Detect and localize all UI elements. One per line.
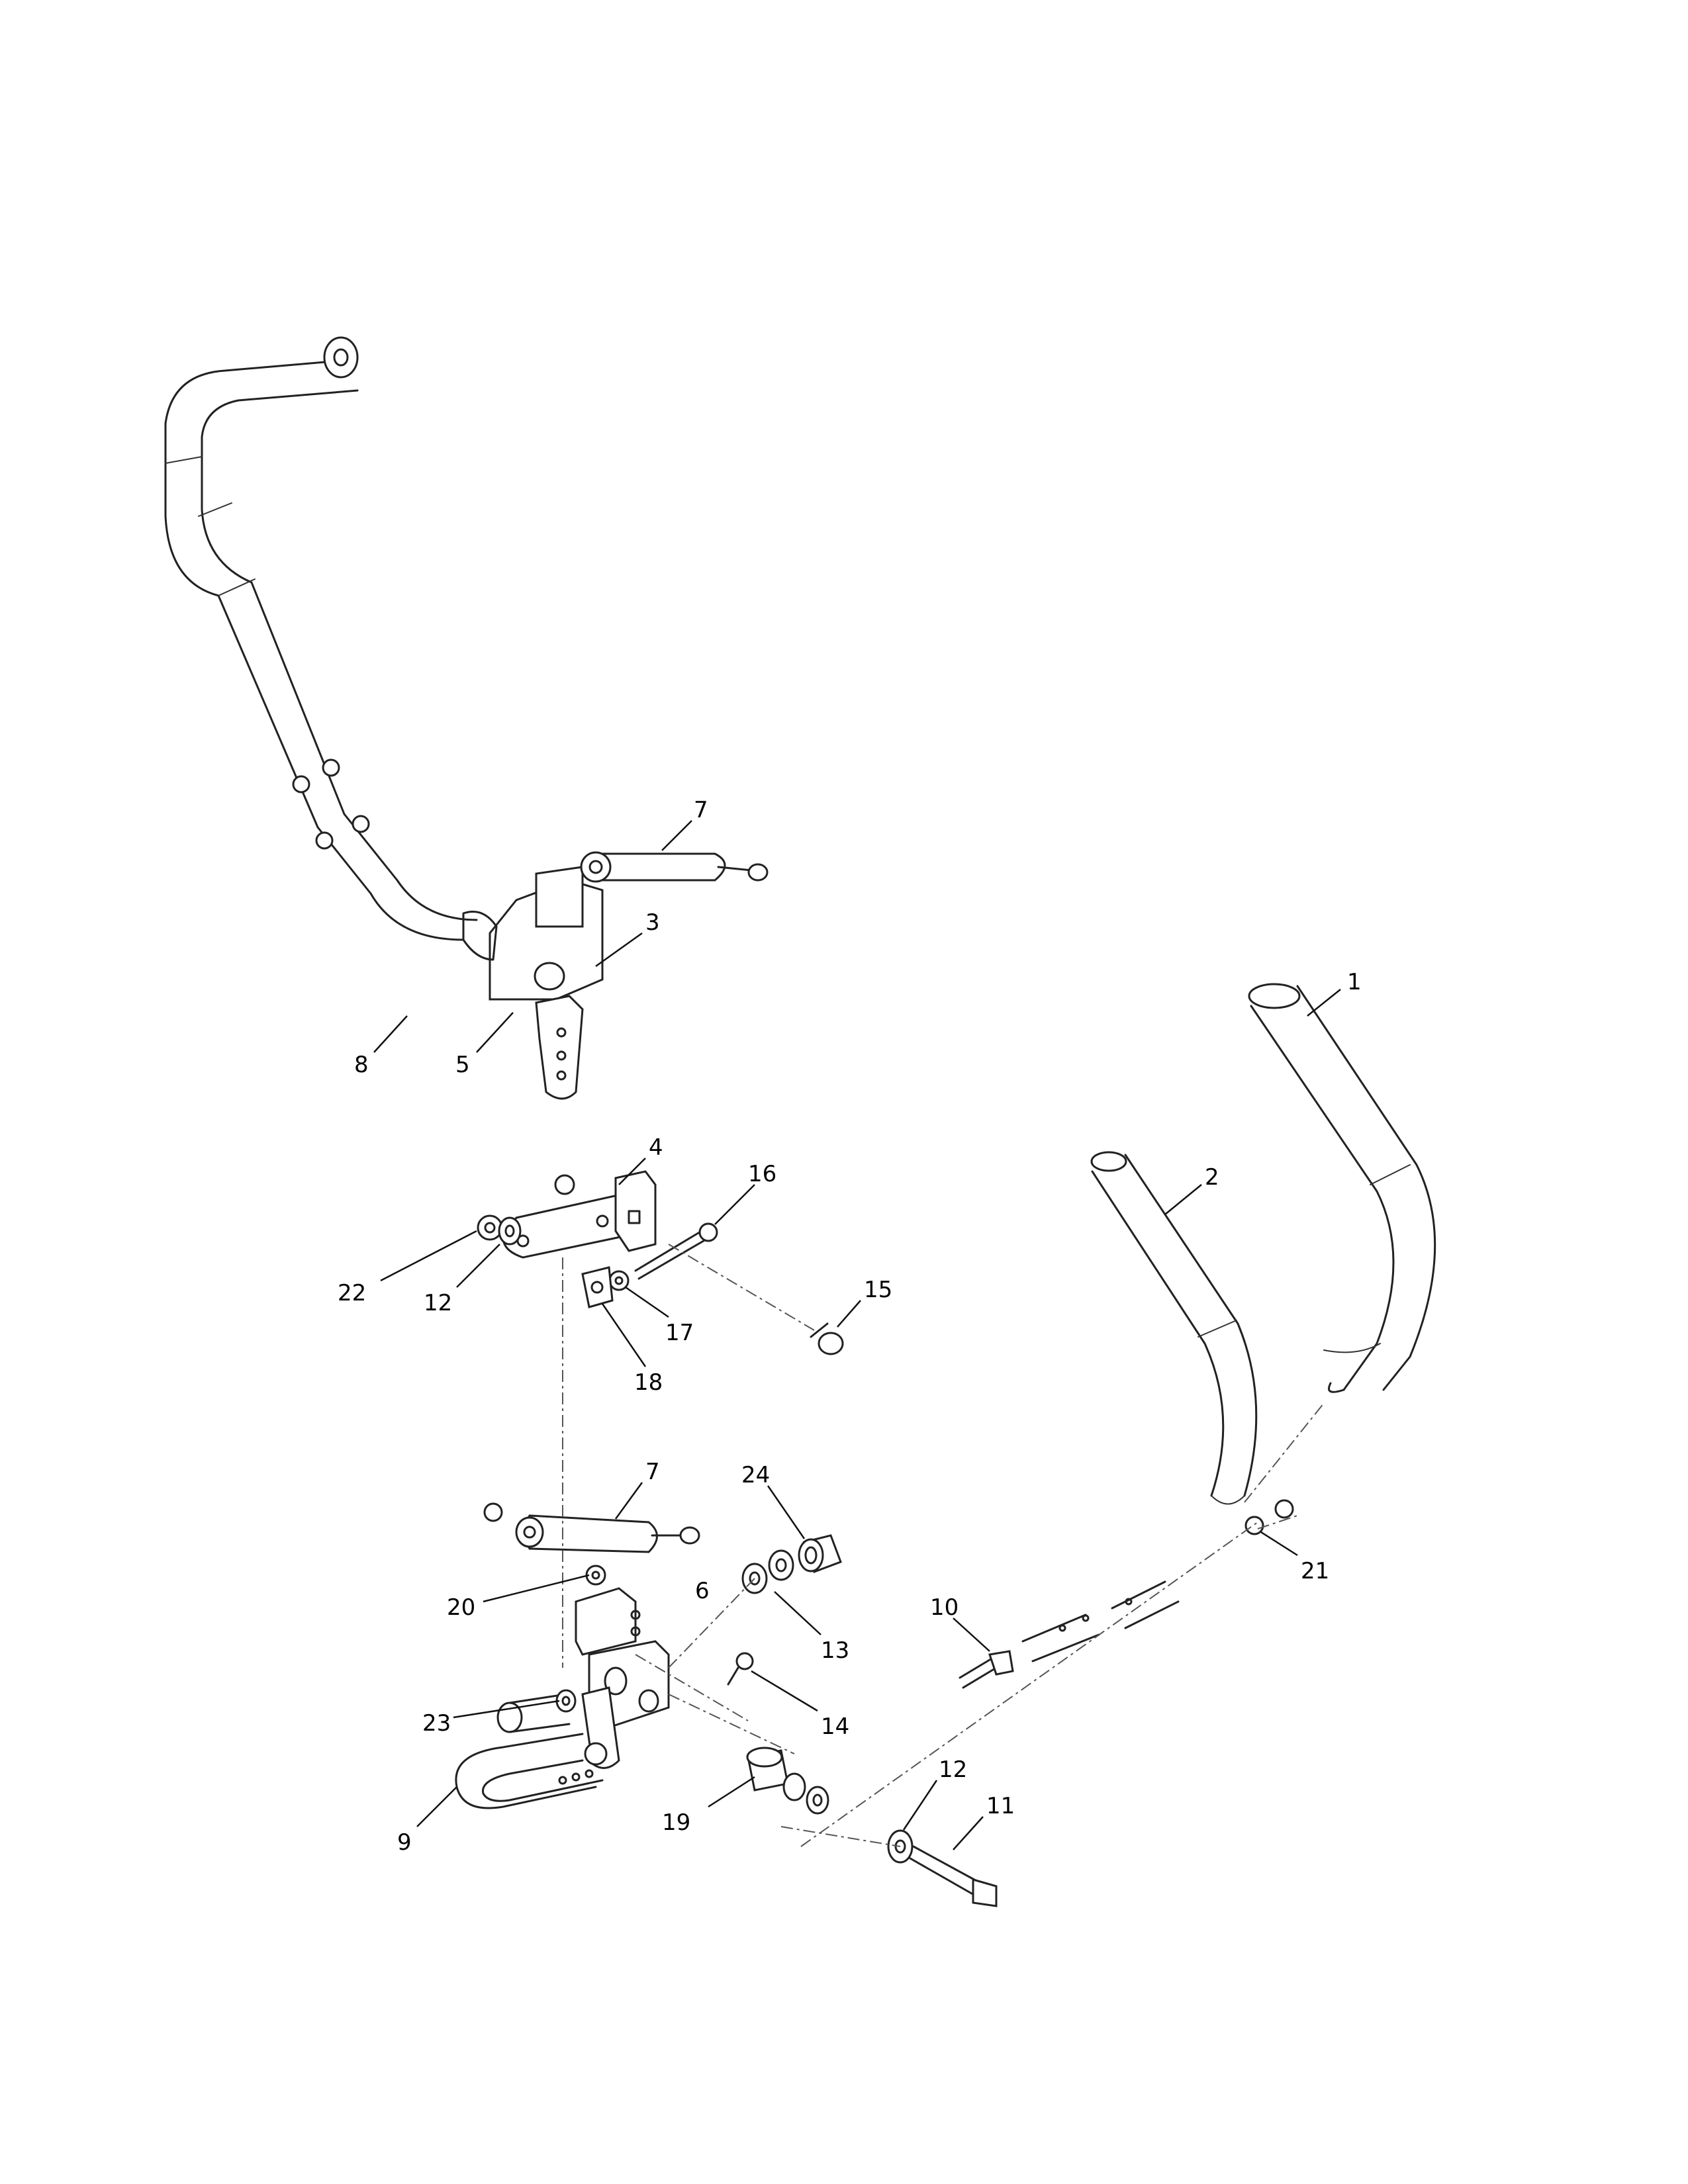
upper-bracket-3 [462,866,604,1001]
footrest-9 [455,1686,620,1809]
callout-5: 5 [455,1052,470,1078]
gas-strut-lower-7 [483,1502,700,1553]
lever-plate-5 [535,995,584,1100]
callout-18: 18 [634,1369,663,1396]
callout-6: 6 [695,1578,710,1604]
callout-1: 1 [1347,969,1362,995]
bolt-16 [634,1222,718,1280]
nut-20 [585,1565,606,1586]
block-18 [581,1266,614,1308]
callout-16: 16 [748,1161,776,1187]
bolt-11 [909,1845,998,1907]
callout-24: 24 [741,1462,770,1488]
callout-7-upper: 7 [694,797,708,823]
callout-20: 20 [447,1594,475,1621]
handle-2 [1090,1151,1258,1505]
pin-15 [810,1322,844,1355]
callout-23: 23 [422,1710,451,1737]
washers-13 [741,1549,794,1594]
callout-22: 22 [338,1280,366,1306]
callout-3: 3 [645,909,660,936]
callout-17: 17 [665,1320,694,1346]
bushing-19 [746,1747,829,1815]
callout-12-upper: 12 [424,1290,452,1316]
nuts-21 [1244,1499,1294,1535]
callout-8: 8 [354,1052,369,1078]
callout-12-lower: 12 [939,1756,967,1783]
centerline-upper [668,1244,815,1331]
bolt-10 [959,1580,1180,1689]
gas-strut-upper-7 [580,851,769,883]
callout-9: 9 [397,1829,412,1856]
callout-14: 14 [821,1713,849,1740]
nut-17 [608,1270,630,1291]
callout-10: 10 [930,1594,959,1621]
callout-19: 19 [662,1809,690,1836]
callout-7-lower: 7 [645,1459,660,1485]
callout-15: 15 [864,1277,892,1303]
callout-21: 21 [1301,1558,1329,1584]
handle-bar-8 [164,336,478,941]
callout-13: 13 [821,1637,849,1664]
callout-4: 4 [649,1134,663,1161]
washer-23 [555,1689,577,1713]
nut-22 [477,1214,503,1241]
leader-lines [373,820,1341,1850]
callout-2: 2 [1205,1164,1219,1191]
callout-labels: 1 2 3 4 5 7 7 6 8 9 10 11 12 12 13 14 15… [338,797,1362,1856]
handle-1 [1248,983,1436,1393]
assembly-centerlines [562,1257,1325,1847]
callout-11: 11 [986,1793,1015,1819]
spacer-24 [798,1534,842,1573]
washer-12-upper [498,1216,522,1246]
bolt-14 [727,1652,754,1686]
mid-bracket-4 [502,1170,657,1259]
